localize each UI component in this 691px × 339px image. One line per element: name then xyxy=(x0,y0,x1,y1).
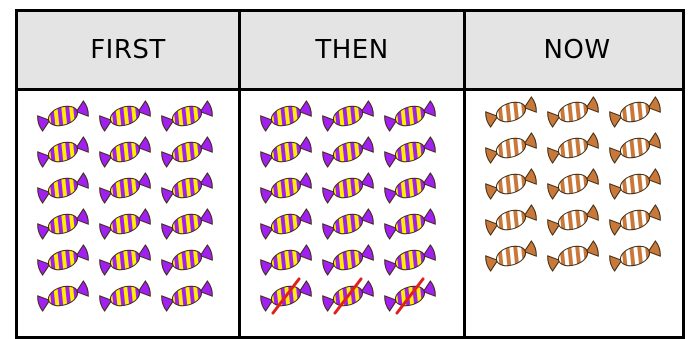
candy-icon xyxy=(160,172,214,204)
candy-icon xyxy=(259,172,313,204)
candy-icon xyxy=(383,244,437,276)
candy-icon xyxy=(546,240,600,272)
candy-icon xyxy=(608,96,662,128)
crossed-out-candy-icon xyxy=(383,277,437,315)
candy-icon xyxy=(36,280,90,312)
candy-icon xyxy=(36,244,90,276)
candy-icon xyxy=(383,172,437,204)
header-then: THEN xyxy=(238,12,463,88)
candy-icon xyxy=(160,208,214,240)
header-first: FIRST xyxy=(90,35,166,65)
candy-icon xyxy=(484,204,538,236)
header-now: NOW xyxy=(463,12,688,88)
candy-icon xyxy=(259,208,313,240)
candy-icon xyxy=(160,100,214,132)
candy-icon xyxy=(546,96,600,128)
table-body-row xyxy=(18,91,682,336)
candy-icon xyxy=(608,168,662,200)
candy-icon xyxy=(484,132,538,164)
candy-icon xyxy=(608,132,662,164)
candy-icon xyxy=(383,208,437,240)
candy-icon xyxy=(484,96,538,128)
candy-icon xyxy=(36,136,90,168)
candy-icon xyxy=(608,240,662,272)
cell-then-candies xyxy=(238,91,463,336)
table-header-row: FIRST THEN NOW xyxy=(18,12,682,91)
candy-icon xyxy=(160,244,214,276)
candy-icon xyxy=(546,132,600,164)
candy-icon xyxy=(36,208,90,240)
candy-icon xyxy=(484,168,538,200)
candy-icon xyxy=(608,204,662,236)
candy-icon xyxy=(383,136,437,168)
candy-icon xyxy=(321,172,375,204)
candy-icon xyxy=(98,100,152,132)
candy-icon xyxy=(259,136,313,168)
candy-icon xyxy=(321,208,375,240)
candy-icon xyxy=(160,136,214,168)
candy-icon xyxy=(98,208,152,240)
candy-icon xyxy=(36,100,90,132)
candy-icon xyxy=(98,136,152,168)
cell-now-candies xyxy=(463,91,688,336)
candy-icon xyxy=(160,280,214,312)
comparison-table: FIRST THEN NOW xyxy=(15,9,685,339)
candy-icon xyxy=(484,240,538,272)
candy-icon xyxy=(321,100,375,132)
candy-icon xyxy=(321,136,375,168)
candy-icon xyxy=(98,280,152,312)
candy-icon xyxy=(259,244,313,276)
crossed-out-candy-icon xyxy=(321,277,375,315)
candy-icon xyxy=(321,244,375,276)
candy-icon xyxy=(98,172,152,204)
candy-icon xyxy=(36,172,90,204)
crossed-out-candy-icon xyxy=(259,277,313,315)
candy-icon xyxy=(546,204,600,236)
candy-icon xyxy=(383,100,437,132)
candy-icon xyxy=(98,244,152,276)
cell-first-candies xyxy=(18,91,238,336)
candy-icon xyxy=(546,168,600,200)
candy-icon xyxy=(259,100,313,132)
